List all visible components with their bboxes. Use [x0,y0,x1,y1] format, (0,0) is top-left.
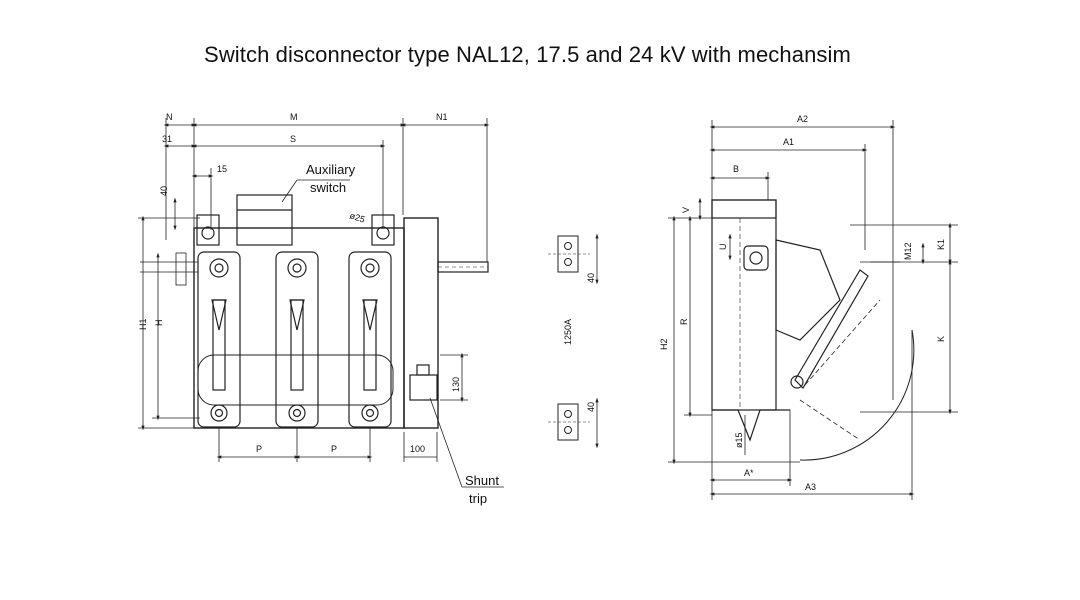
dim-M12: M12 [903,242,913,260]
front-bottom-dimensions [216,352,468,462]
pole-3 [348,251,392,428]
dim-A-star: A* [744,468,754,478]
dim-A3: A3 [805,482,816,492]
dim-H1: H1 [138,318,148,330]
front-top-dimensions [163,118,490,262]
auxiliary-switch-label-1: Auxiliary [306,162,356,177]
dim-R: R [679,318,689,325]
dim-H: H [154,320,164,327]
dim-100: 100 [410,444,425,454]
terminal-detail [548,233,599,449]
dim-15: 15 [217,164,227,174]
side-housing [711,199,777,411]
pole-2 [275,251,319,428]
shunt-trip-label-2: trip [469,491,487,506]
side-view [668,120,958,500]
auxiliary-switch-box [236,194,293,246]
terminal-dim-40-bottom: 40 [586,402,596,412]
terminal-current-label: 1250A [563,319,573,345]
dim-31: 31 [162,134,172,144]
dim-P-2: P [331,444,337,454]
shunt-trip-label-1: Shunt [465,473,499,488]
dim-N1: N1 [436,112,448,122]
mechanism-housing [403,217,439,429]
dim-40: 40 [159,186,169,196]
dim-130: 130 [451,377,461,392]
dim-V: V [681,207,691,213]
dim-15-dia: ø15 [734,432,744,448]
dim-K: K [936,336,946,342]
dim-S: S [290,134,296,144]
front-view-labels: N M N1 31 S 15 40 H1 H P P 100 130 ø25 A… [138,112,499,506]
front-view [138,118,504,488]
operating-lever [794,269,869,389]
dim-25: ø25 [348,210,366,224]
front-left-dimensions [138,197,200,431]
terminal-dim-40-top: 40 [586,273,596,283]
pole-1 [197,251,241,428]
terminal-detail-labels: 1250A 40 40 [563,273,596,412]
dim-A1: A1 [783,137,794,147]
page-title: Switch disconnector type NAL12, 17.5 and… [204,42,851,67]
shunt-trip-unit [409,374,438,401]
dim-A2: A2 [797,114,808,124]
dim-U: U [718,244,728,251]
side-view-labels: A2 A1 B V U R H2 M12 K1 K ø15 A* A3 [659,114,946,492]
dim-K1: K1 [936,239,946,250]
auxiliary-switch-label-2: switch [310,180,346,195]
dim-H2: H2 [659,338,669,350]
dim-B: B [733,164,739,174]
dim-P-1: P [256,444,262,454]
dim-M: M [290,112,298,122]
dim-N: N [166,112,173,122]
